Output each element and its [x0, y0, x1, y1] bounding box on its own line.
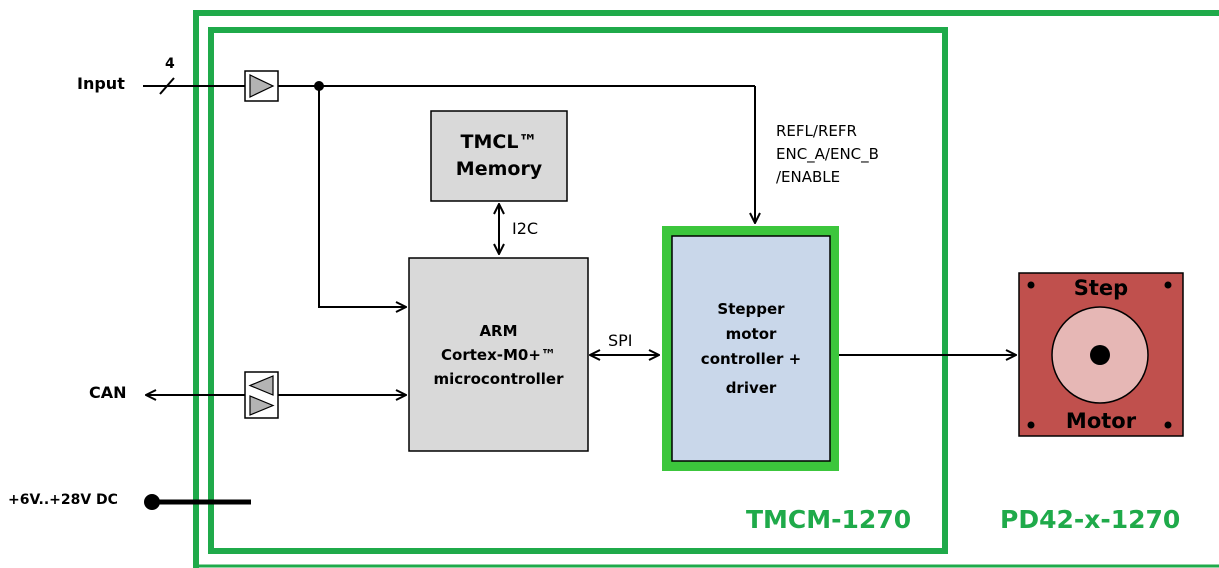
spi-label: SPI: [608, 331, 633, 350]
can-label: CAN: [89, 383, 127, 402]
driver-block: [671, 235, 831, 462]
input-buffer-triangle: [249, 74, 275, 98]
mcu-line: ARM: [479, 321, 518, 340]
driver-line: motor: [725, 324, 777, 343]
signal-label: /ENABLE: [776, 168, 841, 186]
product-name: PD42-x-1270: [1000, 505, 1181, 534]
driver-line: Stepper: [717, 299, 785, 318]
driver-block-label: Stepper motor controller + driver: [672, 236, 830, 461]
motor-label-top: Step: [1073, 276, 1129, 300]
mcu-line: Cortex-M0+™: [441, 345, 556, 364]
can-triangle-left: [248, 375, 274, 396]
input-to-mcu-arrow: [318, 86, 406, 307]
memory-block: [430, 110, 568, 202]
signal-label: ENC_A/ENC_B: [776, 145, 879, 163]
mcu-block-label: ARM Cortex-M0+™ microcontroller: [409, 258, 588, 451]
input-label: Input: [77, 74, 125, 93]
power-label: +6V..+28V DC: [8, 492, 118, 508]
can-triangle-right: [249, 395, 275, 416]
i2c-label: I2C: [512, 219, 539, 238]
memory-block-label: TMCL™ Memory: [431, 111, 567, 201]
product-frame: [193, 10, 1219, 568]
motor-screw: [1164, 281, 1172, 289]
driver-line: driver: [725, 378, 777, 397]
mcu-line: microcontroller: [433, 369, 564, 388]
motor-label-bottom: Motor: [1065, 409, 1137, 433]
module-name: TMCM-1270: [746, 505, 912, 534]
mcu-block: [408, 257, 589, 452]
motor-shaft: [1090, 345, 1110, 365]
module-frame: [208, 27, 948, 554]
motor-screw: [1164, 421, 1172, 429]
signal-label: REFL/REFR: [776, 122, 857, 140]
motor-screw: [1027, 421, 1035, 429]
motor-screw: [1027, 281, 1035, 289]
memory-line: Memory: [455, 158, 543, 180]
bus-slash: [159, 77, 175, 95]
bus-width-label: 4: [165, 56, 175, 72]
driver-line: controller +: [700, 349, 802, 368]
memory-line: TMCL™: [460, 131, 538, 153]
